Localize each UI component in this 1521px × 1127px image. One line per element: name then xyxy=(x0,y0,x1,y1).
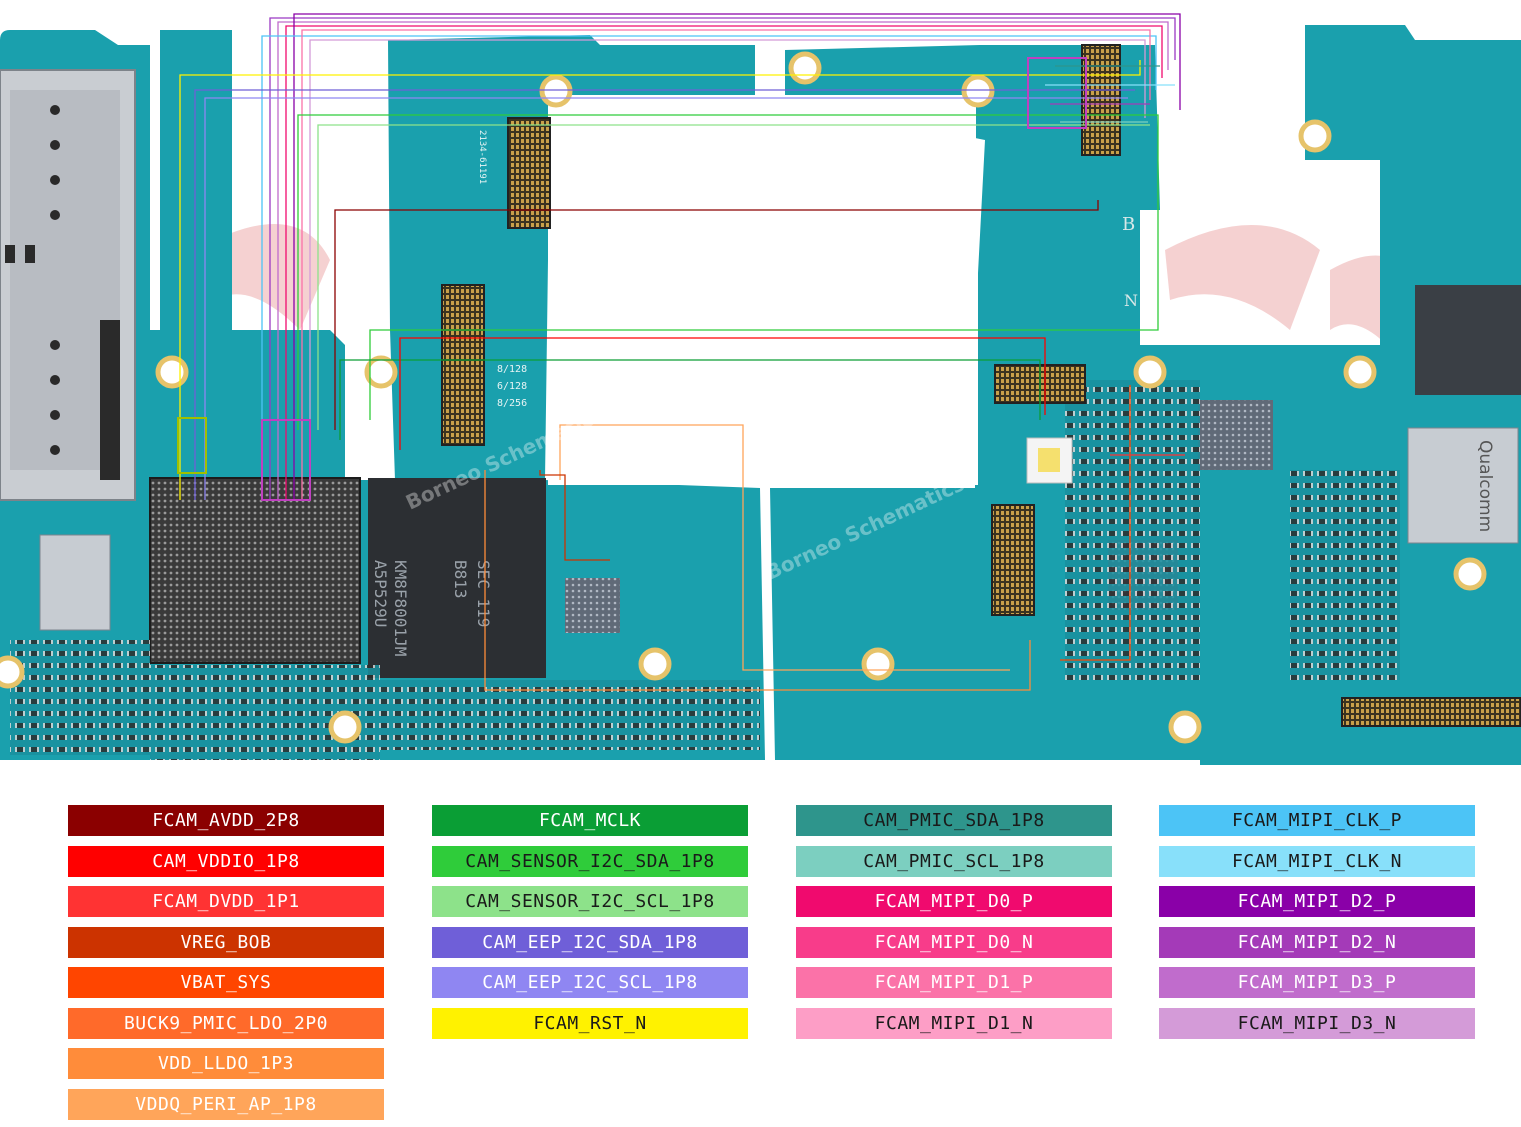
flex-connector xyxy=(1341,697,1521,727)
legend-item: FCAM_MIPI_D2_N xyxy=(1159,926,1475,958)
variant-label-3: 8/256 xyxy=(497,398,527,409)
memory-mark-2: B813 xyxy=(451,560,470,599)
legend-item: CAM_EEP_I2C_SCL_1P8 xyxy=(432,967,748,998)
legend-item: CAM_EEP_I2C_SDA_1P8 xyxy=(432,926,748,958)
legend-item: CAM_PMIC_SCL_1P8 xyxy=(796,845,1112,877)
legend-item: FCAM_RST_N xyxy=(432,1007,748,1039)
legend-item: VREG_BOB xyxy=(68,926,384,958)
highlighted-pads xyxy=(177,57,1087,501)
pmic-bga xyxy=(1198,400,1273,470)
legend-item: FCAM_MIPI_D1_P xyxy=(796,967,1112,998)
legend-item: FCAM_AVDD_2P8 xyxy=(68,805,384,836)
wifi-chip xyxy=(39,534,111,631)
fcam-connector xyxy=(1081,44,1121,156)
legend-item: FCAM_MIPI_CLK_P xyxy=(1159,805,1475,836)
memory-mark-1: SEC 119 xyxy=(474,560,493,627)
legend-item: FCAM_MIPI_D0_P xyxy=(796,886,1112,917)
legend-item: FCAM_MIPI_D3_P xyxy=(1159,967,1475,998)
legend-item: VBAT_SYS xyxy=(68,967,384,998)
legend-item: CAM_SENSOR_I2C_SDA_1P8 xyxy=(432,845,748,877)
legend-item: BUCK9_PMIC_LDO_2P0 xyxy=(68,1007,384,1039)
legend-item: FCAM_MIPI_CLK_N xyxy=(1159,845,1475,877)
rf-chip xyxy=(1415,285,1521,395)
memory-mark-3: KM8F8001JM xyxy=(391,560,410,656)
pcb-code: 2134-61191 xyxy=(477,130,487,184)
b2b-connector-4 xyxy=(991,504,1035,616)
qualcomm-mark: Qualcomm xyxy=(1475,440,1495,532)
side-mark-b: B xyxy=(1122,214,1135,235)
processor-bga xyxy=(149,477,361,664)
sim-tray xyxy=(0,69,136,501)
qualcomm-chip: Qualcomm xyxy=(1407,427,1519,544)
smd-field-center xyxy=(380,680,760,750)
pcb-right-section xyxy=(1200,25,1521,765)
legend-item: CAM_SENSOR_I2C_SCL_1P8 xyxy=(432,886,748,917)
legend-item: VDDQ_PERI_AP_1P8 xyxy=(68,1088,384,1120)
variant-label-1: 8/128 xyxy=(497,364,527,375)
legend-item: FCAM_MIPI_D0_N xyxy=(796,926,1112,958)
smd-field-left-2 xyxy=(10,640,150,755)
smd-field-right xyxy=(1065,380,1200,680)
legend-item: FCAM_DVDD_1P1 xyxy=(68,886,384,917)
memory-chip: SEC 119 B813 KM8F8001JM A5P529U xyxy=(368,478,546,678)
side-mark-n: N xyxy=(1124,291,1138,310)
memory-mark-4: A5P529U xyxy=(371,560,390,627)
legend-item: FCAM_MIPI_D1_N xyxy=(796,1007,1112,1039)
legend-item: FCAM_MCLK xyxy=(432,805,748,836)
legend-item: VDD_LLDO_1P3 xyxy=(68,1048,384,1079)
mounting-holes xyxy=(0,51,1487,744)
legend-item: CAM_VDDIO_1P8 xyxy=(68,845,384,877)
b2b-connector-1 xyxy=(507,117,551,229)
smd-field-right-2 xyxy=(1290,470,1400,680)
variant-label-2: 6/128 xyxy=(497,381,527,392)
audio-ic-bga xyxy=(565,578,620,633)
legend-item: CAM_PMIC_SDA_1P8 xyxy=(796,805,1112,836)
legend-item: FCAM_MIPI_D2_P xyxy=(1159,886,1475,917)
trace-lines xyxy=(179,13,1185,691)
legend-item: FCAM_MIPI_D3_N xyxy=(1159,1007,1475,1039)
variant-labels: 8/128 6/128 8/256 xyxy=(497,364,527,409)
b2b-connector-2 xyxy=(441,284,485,446)
pcb-board-diagram: SEC 119 B813 KM8F8001JM A5P529U Qualcomm xyxy=(0,13,1521,765)
